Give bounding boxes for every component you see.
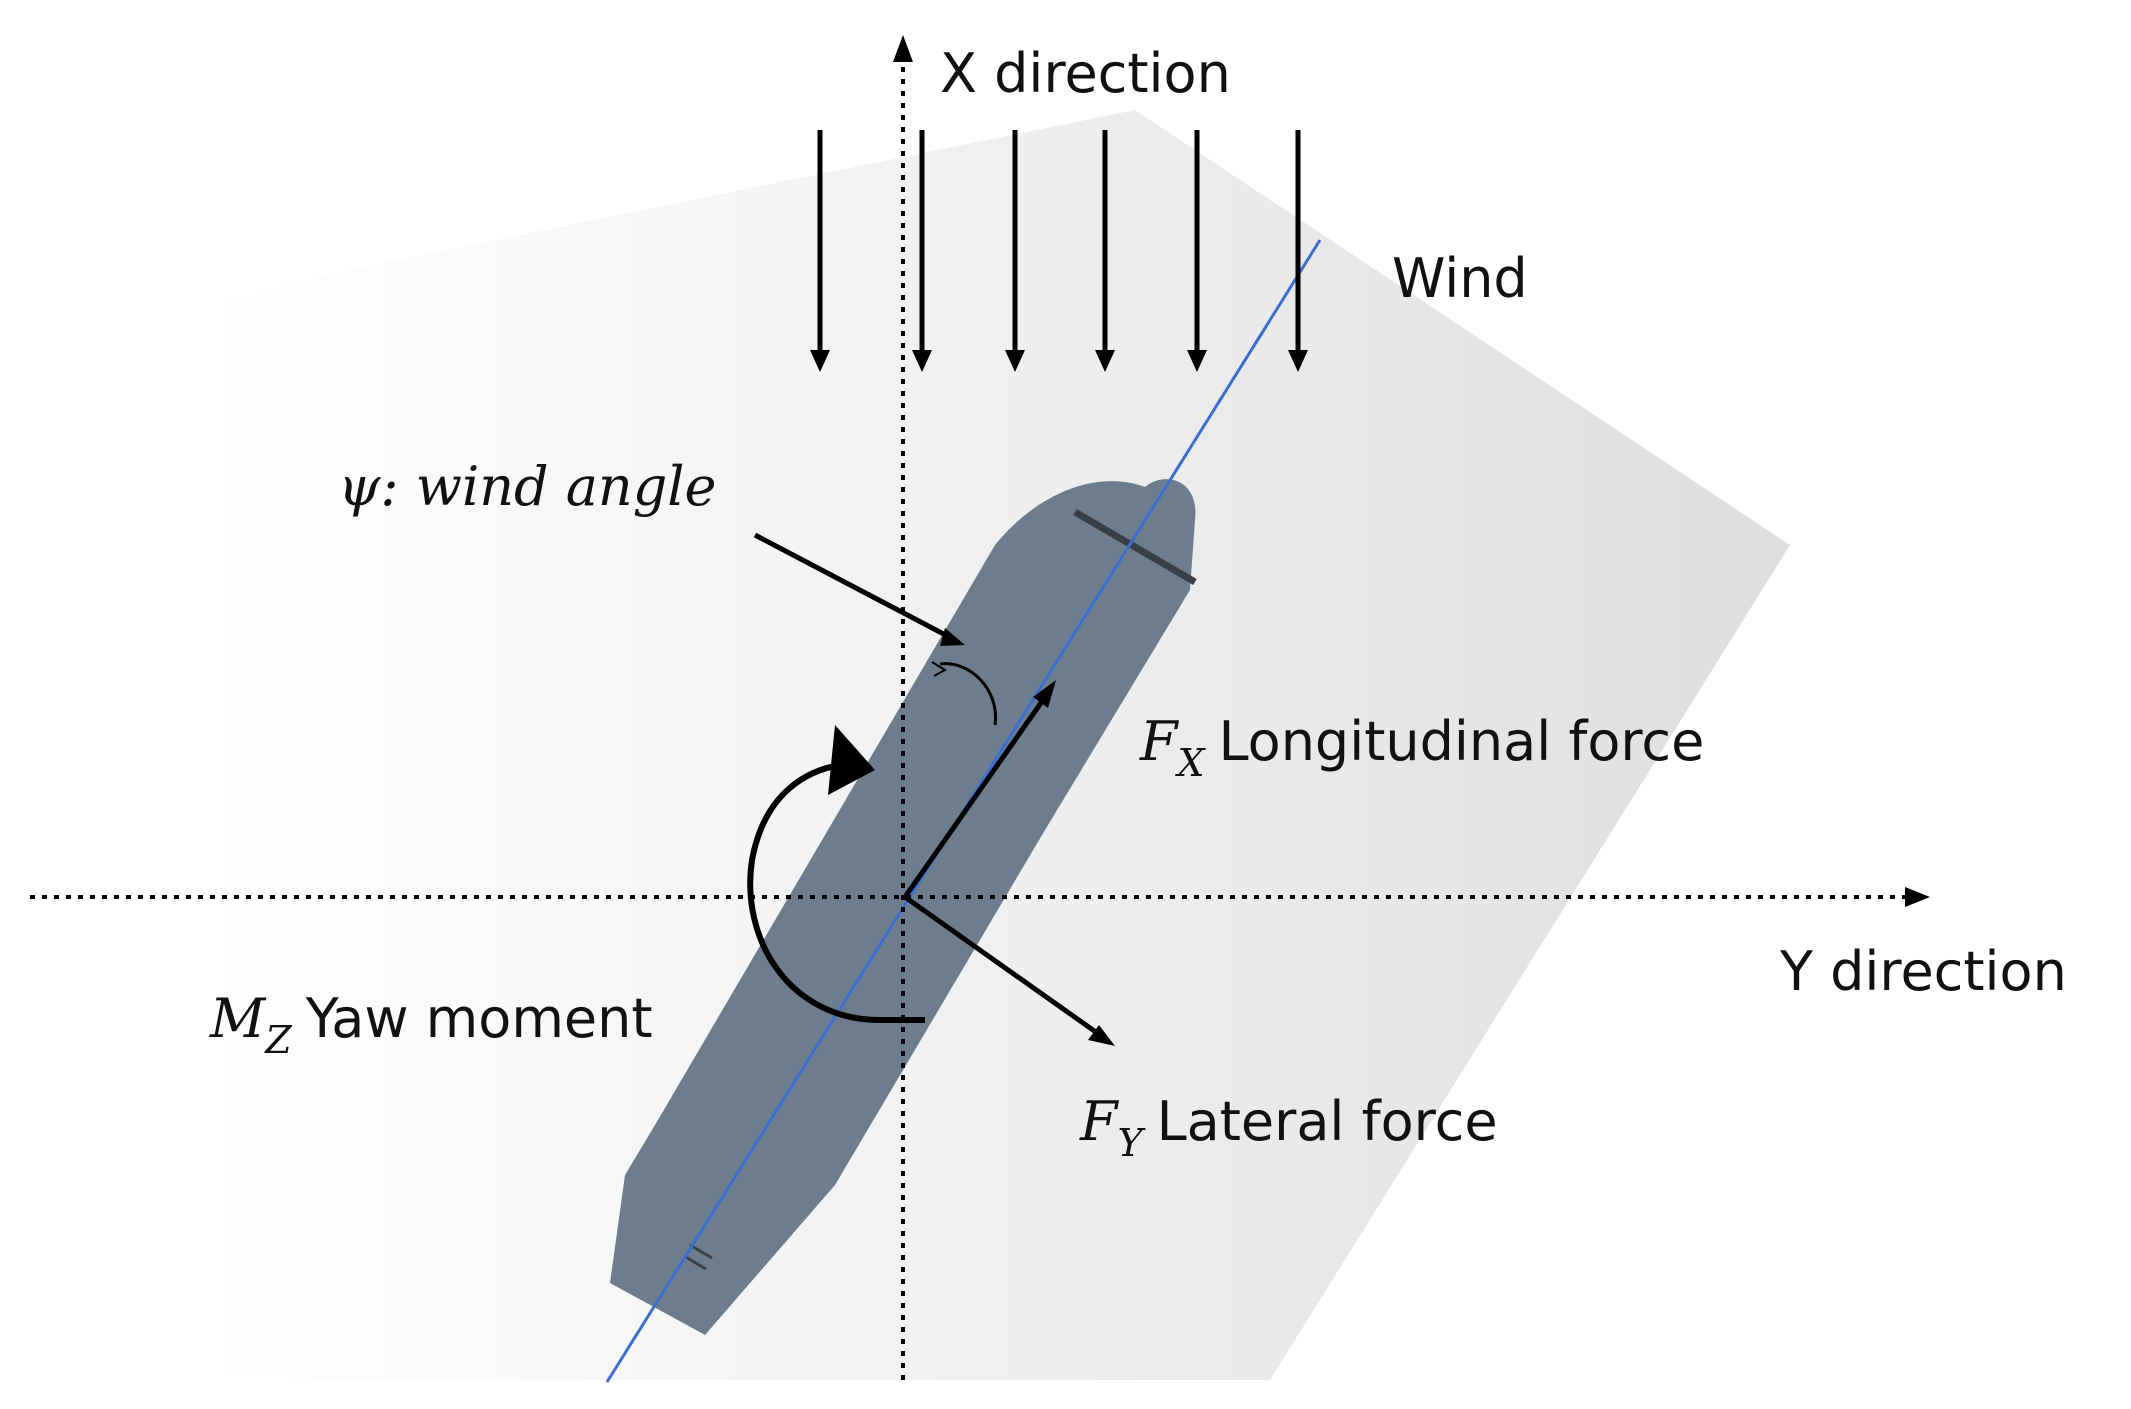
wind-arrows: [810, 130, 1308, 372]
wind-angle-text: : wind angle: [380, 455, 716, 518]
x-direction-label: X direction: [940, 42, 1231, 105]
fx-text: Longitudinal force: [1219, 710, 1705, 773]
fx-arrow: [902, 688, 1053, 899]
mz-symbol: M: [209, 987, 267, 1050]
fx-sub: X: [1174, 741, 1206, 785]
fx-label: FX Longitudinal force: [1139, 710, 1704, 785]
mz-label: MZ Yaw moment: [209, 987, 653, 1062]
y-axis-arrowhead: [1905, 887, 1930, 907]
wind-label: Wind: [1392, 247, 1528, 310]
fy-sub: Y: [1117, 1121, 1146, 1165]
yaw-moment-arrow: [747, 762, 925, 1023]
wind-angle-label: ψ: wind angle: [338, 455, 717, 518]
bow-stripe: [1073, 508, 1197, 586]
fx-symbol: F: [1139, 710, 1180, 773]
x-axis-arrowhead: [893, 35, 913, 62]
wind-angle-pointer: [753, 532, 957, 643]
fy-arrow: [903, 894, 1102, 1038]
stern-mark: [683, 1243, 713, 1271]
fy-text: Lateral force: [1157, 1090, 1498, 1153]
yaw-moment-arrowhead: [828, 725, 875, 795]
wind-angle-arc: [939, 662, 998, 726]
wind-angle-symbol: ψ: [338, 455, 381, 518]
mz-sub: Z: [264, 1018, 292, 1062]
mz-text: Yaw moment: [305, 987, 653, 1050]
y-direction-label: Y direction: [1779, 940, 2067, 1003]
fy-symbol: F: [1079, 1090, 1120, 1153]
